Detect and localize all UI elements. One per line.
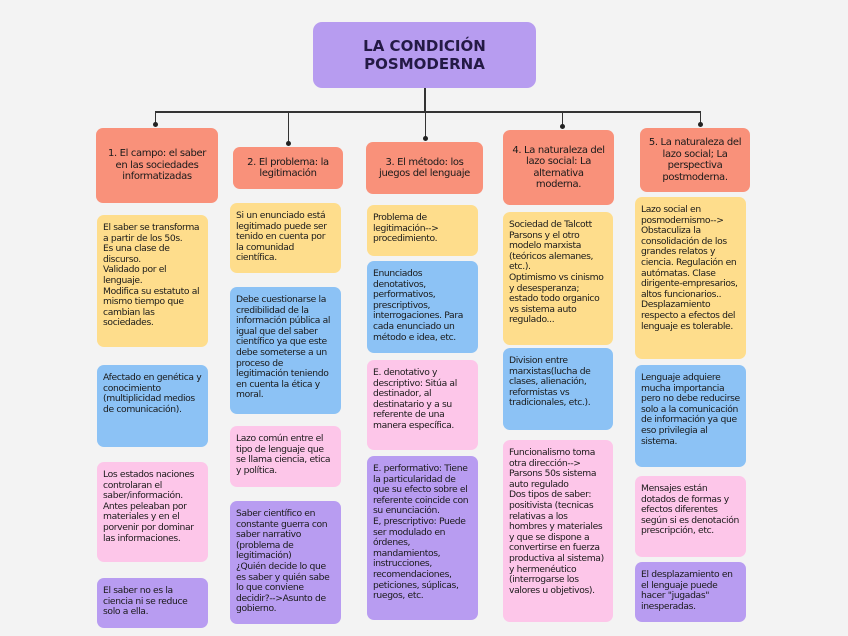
connector-branch	[561, 112, 563, 127]
connector-endpoint	[152, 122, 158, 127]
note-blue[interactable]: Debe cuestionarse la credibilidad de la …	[230, 287, 341, 414]
connector-branch	[154, 112, 156, 125]
note-pink[interactable]: Los estados naciones controlaran el sabe…	[97, 462, 208, 562]
connector-endpoint	[697, 122, 703, 127]
root-topic[interactable]: LA CONDICIÓN POSMODERNA	[313, 22, 536, 88]
connector-endpoint	[559, 124, 565, 129]
column-header-2[interactable]: 2. El problema: la legitimación	[233, 147, 343, 189]
connector-endpoint	[285, 141, 291, 146]
note-pink[interactable]: E. denotativo y descriptivo: Sitúa al de…	[367, 360, 478, 450]
connector-bar	[155, 111, 701, 113]
connector-branch	[424, 112, 426, 139]
note-purple[interactable]: El saber no es la ciencia ni se reduce s…	[97, 578, 208, 628]
note-purple[interactable]: El desplazamiento en el lenguaje puede h…	[635, 562, 746, 622]
note-blue[interactable]: Division entre marxistas(lucha de clases…	[503, 348, 613, 430]
column-header-3[interactable]: 3. El método: los juegos del lenguaje	[366, 142, 483, 194]
column-header-4[interactable]: 4. La naturaleza del lazo social: La alt…	[503, 130, 614, 205]
note-yellow[interactable]: Sociedad de Talcott Parsons y el otro mo…	[503, 212, 613, 345]
note-pink[interactable]: Funcionalismo toma otra dirección--> Par…	[503, 440, 613, 622]
connector-trunk	[424, 88, 426, 112]
note-blue[interactable]: Afectado en genética y conocimiento (mul…	[97, 365, 208, 447]
note-yellow[interactable]: Si un enunciado está legitimado puede se…	[230, 203, 341, 273]
note-pink[interactable]: Mensajes están dotados de formas y efect…	[635, 476, 746, 557]
note-yellow[interactable]: Problema de legitimación--> procedimient…	[367, 205, 478, 256]
note-purple[interactable]: Saber científico en constante guerra con…	[230, 501, 341, 624]
column-header-1[interactable]: 1. El campo: el saber en las sociedades …	[96, 128, 218, 203]
note-yellow[interactable]: El saber se transforma a partir de los 5…	[97, 215, 208, 347]
note-blue[interactable]: Enunciados denotativos, performativos, p…	[367, 261, 478, 353]
note-blue[interactable]: Lenguaje adquiere mucha importancia pero…	[635, 365, 746, 467]
connector-branch	[287, 112, 289, 144]
column-header-5[interactable]: 5. La naturaleza del lazo social; La per…	[640, 128, 750, 192]
note-purple[interactable]: E. performativo: Tiene la particularidad…	[367, 456, 478, 620]
connector-branch	[699, 112, 701, 125]
connector-endpoint	[422, 136, 428, 141]
note-pink[interactable]: Lazo común entre el tipo de lenguaje que…	[230, 426, 341, 487]
note-yellow[interactable]: Lazo social en posmodernismo--> Obstacul…	[635, 197, 746, 359]
